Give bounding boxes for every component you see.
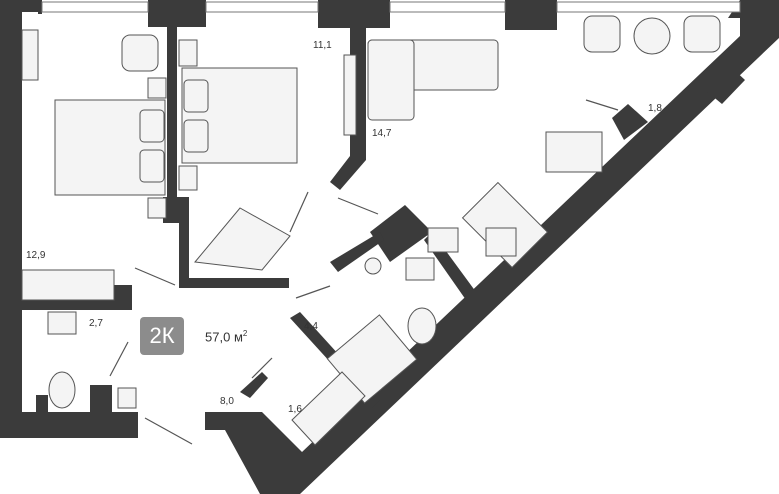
door-bath-large <box>295 285 331 299</box>
area-label-bathroom-large: 4,4 <box>304 321 318 332</box>
window-balcony <box>556 1 741 13</box>
tv-stand-middle <box>343 54 357 136</box>
balcony-table <box>633 17 671 55</box>
wall-wet-left <box>330 232 384 272</box>
window-living <box>389 1 506 13</box>
wall-bath-left <box>16 300 132 310</box>
wall-pier-top-2 <box>318 0 390 28</box>
area-label-living-kitchen: 14,7 <box>372 128 392 139</box>
wall-bed1-bed2 <box>167 27 177 197</box>
sink-small <box>47 311 77 335</box>
wardrobe-middle <box>194 207 291 271</box>
wall-pier-top-3 <box>505 0 557 30</box>
door-bath-small <box>109 341 129 377</box>
total-area-unit: м <box>233 329 243 345</box>
area-label-storage: 1,6 <box>288 404 302 415</box>
balcony-chair-2 <box>683 15 721 53</box>
balcony-wall-2 <box>705 66 745 104</box>
area-label-balcony: 1,8 <box>648 103 662 114</box>
stove <box>485 227 517 257</box>
area-label-hallway: 8,0 <box>220 396 234 407</box>
furniture <box>21 15 721 446</box>
bed-middle-pillow-1 <box>183 79 209 113</box>
door-living <box>337 197 379 215</box>
doors <box>109 99 619 445</box>
nightstand-middle-2 <box>178 165 198 191</box>
wall-storage <box>240 372 268 398</box>
storage-shelf <box>291 371 366 446</box>
wall-bed2-living <box>330 28 366 190</box>
bed-left-pillow-1 <box>139 109 165 143</box>
total-area-unit-power: 2 <box>242 329 248 338</box>
door-storage <box>251 357 273 379</box>
wall-pier-top-1 <box>148 0 206 27</box>
bed-left-pillow-2 <box>139 149 165 183</box>
door-entrance <box>144 417 193 445</box>
wall-bed2-bottom <box>179 223 189 283</box>
wall-bed2-bottom-h <box>179 278 289 288</box>
nightstand-middle-1 <box>178 39 198 67</box>
door-balcony <box>585 99 619 111</box>
area-label-bedroom-middle: 11,1 <box>313 40 332 51</box>
total-area: 57,0 м2 <box>205 329 247 344</box>
windows <box>41 1 741 13</box>
wall-bed1-bed2-lower <box>163 197 189 223</box>
outer-wall-top-left <box>38 0 42 14</box>
outer-wall-diagonal <box>205 0 779 494</box>
armchair-left <box>121 34 159 72</box>
area-label-bathroom-small: 2,7 <box>89 318 103 329</box>
hall-bench <box>117 387 137 409</box>
area-label-bedroom-left: 12,9 <box>26 250 46 261</box>
window-bed2 <box>205 1 319 13</box>
wardrobe-left <box>21 269 115 301</box>
balcony-wall <box>612 104 648 140</box>
washer <box>364 257 382 275</box>
total-area-value: 57,0 <box>205 329 231 345</box>
sink-large <box>405 257 435 281</box>
wall-bath-door-2 <box>36 395 48 413</box>
outer-wall-left <box>0 0 138 438</box>
desk-left <box>21 29 39 81</box>
sofa-chaise <box>367 39 415 121</box>
toilet-small <box>48 371 76 409</box>
bed-middle-pillow-2 <box>183 119 209 153</box>
toilet-large <box>407 307 437 345</box>
nightstand-left-2 <box>147 197 167 219</box>
apartment-type-badge: 2К <box>140 317 184 355</box>
window-bed1 <box>41 1 149 13</box>
wall-bath-door <box>90 385 112 413</box>
dining-table <box>545 131 603 173</box>
door-bed1 <box>134 267 176 286</box>
kitchen-sink <box>427 227 459 253</box>
nightstand-left-1 <box>147 77 167 99</box>
door-bed2 <box>289 191 309 233</box>
wall-wet-block <box>370 205 432 262</box>
balcony-chair-1 <box>583 15 621 53</box>
